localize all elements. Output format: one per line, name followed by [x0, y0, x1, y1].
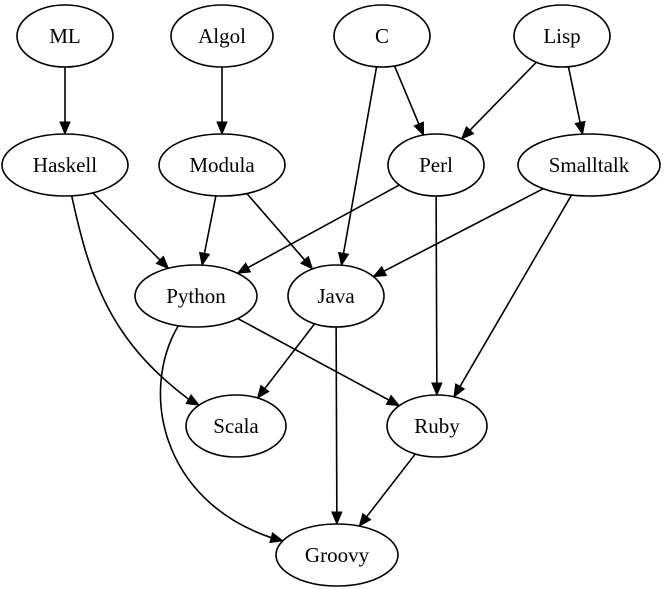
edge-lisp-to-perl	[460, 61, 537, 140]
edge-line	[435, 195, 438, 384]
node-python: Python	[134, 264, 258, 328]
edge-line	[247, 184, 400, 269]
edge-modula-to-python	[198, 195, 217, 267]
edge-java-to-scala	[256, 323, 316, 400]
node-label: Java	[317, 284, 355, 308]
node-ellipse	[513, 4, 611, 68]
edge-smalltalk-to-ruby	[453, 194, 573, 398]
edge-line	[246, 192, 306, 261]
node-ellipse	[333, 4, 431, 68]
edge-line	[469, 61, 537, 131]
node-ellipse	[275, 523, 399, 587]
edge-line	[237, 317, 390, 401]
arrowhead	[413, 121, 424, 137]
edge-line	[366, 453, 416, 518]
edge-lisp-to-smalltalk	[567, 66, 586, 136]
edge-line	[159, 325, 272, 539]
node-label: Smalltalk	[549, 153, 630, 177]
edge-java-to-groovy	[331, 326, 343, 526]
arrowhead	[155, 255, 170, 270]
node-label: Ruby	[414, 414, 460, 438]
node-java: Java	[287, 264, 385, 328]
node-label: Groovy	[305, 543, 370, 567]
edge-python-to-ruby	[237, 317, 401, 407]
edge-line	[393, 65, 420, 125]
edge-c-to-java	[337, 66, 378, 267]
edge-line	[567, 66, 581, 123]
node-ellipse	[16, 4, 114, 68]
edges-layer	[59, 61, 586, 544]
arrowhead	[331, 511, 343, 526]
arrowhead	[59, 121, 71, 136]
arrowhead	[372, 265, 388, 278]
arrowhead	[385, 394, 401, 407]
node-ellipse	[170, 4, 274, 68]
node-ellipse	[517, 133, 661, 197]
node-label: Modula	[189, 153, 255, 177]
node-ellipse	[287, 264, 385, 328]
node-label: ML	[49, 24, 81, 48]
node-ellipse	[1, 133, 129, 197]
edge-perl-to-ruby	[431, 195, 443, 397]
edge-line	[264, 323, 316, 389]
node-algol: Algol	[170, 4, 274, 68]
arrowhead	[299, 255, 314, 270]
node-c: C	[333, 4, 431, 68]
node-label: Perl	[419, 153, 453, 177]
edge-ml-to-haskell	[59, 67, 71, 136]
node-haskell: Haskell	[1, 133, 129, 197]
node-label: C	[375, 24, 389, 48]
node-label: Lisp	[543, 24, 580, 48]
node-smalltalk: Smalltalk	[517, 133, 661, 197]
arrowhead	[185, 393, 201, 406]
edge-c-to-perl	[393, 65, 424, 137]
edge-line	[335, 326, 338, 513]
arrowhead	[236, 262, 252, 274]
arrowhead	[256, 384, 270, 400]
node-ellipse	[387, 133, 485, 197]
arrowhead	[358, 512, 372, 528]
edge-line	[92, 192, 161, 261]
node-ellipse	[158, 133, 286, 197]
node-ruby: Ruby	[386, 394, 488, 458]
arrowhead	[216, 121, 228, 136]
node-label: Haskell	[33, 153, 97, 177]
node-label: Algol	[198, 24, 246, 48]
arrowhead	[453, 383, 466, 398]
node-scala: Scala	[185, 394, 287, 458]
node-groovy: Groovy	[275, 523, 399, 587]
edge-algol-to-modula	[216, 67, 228, 136]
arrowhead	[198, 251, 211, 267]
edge-line	[459, 194, 573, 387]
edge-line	[342, 66, 378, 254]
node-ellipse	[185, 394, 287, 458]
arrowhead	[337, 251, 350, 267]
arrowhead	[574, 120, 586, 136]
edge-modula-to-java	[246, 192, 314, 270]
node-ml: ML	[16, 4, 114, 68]
node-label: Python	[166, 284, 226, 308]
edge-line	[203, 195, 217, 254]
arrowhead	[460, 125, 475, 140]
edge-smalltalk-to-java	[372, 187, 544, 278]
node-ellipse	[386, 394, 488, 458]
node-lisp: Lisp	[513, 4, 611, 68]
edge-perl-to-python	[236, 184, 400, 274]
node-modula: Modula	[158, 133, 286, 197]
node-ellipse	[134, 264, 258, 328]
edge-python-to-groovy	[159, 325, 285, 544]
node-perl: Perl	[387, 133, 485, 197]
arrowhead	[431, 382, 443, 397]
edge-ruby-to-groovy	[358, 453, 416, 528]
arrowhead	[269, 532, 285, 544]
edge-haskell-to-python	[92, 192, 170, 270]
node-label: Scala	[213, 414, 259, 438]
edge-line	[383, 187, 544, 272]
